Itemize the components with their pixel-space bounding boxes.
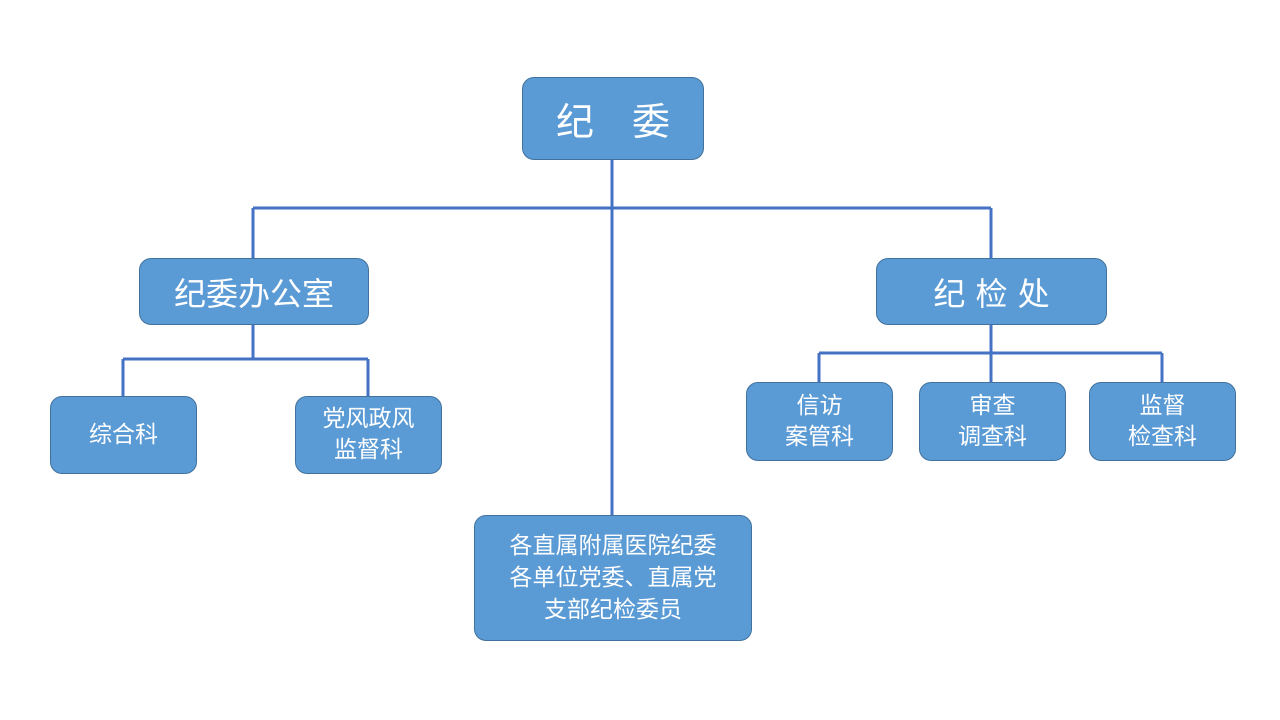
node-general-section: 综合科 (50, 396, 197, 474)
node-supervision-section-line-2: 检查科 (1128, 423, 1197, 450)
node-commission-label: 纪 委 (555, 100, 670, 144)
node-supervision-section: 监督 检查科 (1089, 382, 1236, 461)
node-party-style-section: 党风政风 监督科 (295, 396, 442, 474)
node-petition-section: 信访 案管科 (746, 382, 893, 461)
node-commission: 纪 委 (522, 77, 704, 160)
node-party-style-section-line-1: 党风政风 (322, 406, 415, 432)
node-inspection-dept-label: 纪 检 处 (933, 274, 1050, 313)
node-petition-section-line-2: 案管科 (785, 423, 854, 450)
node-review-section-line-1: 审查 (969, 392, 1016, 419)
node-review-section-line-2: 调查科 (958, 423, 1027, 450)
node-subordinate-units-line-2: 各单位党委、直属党 (509, 565, 717, 591)
node-subordinate-units: 各直属附属医院纪委 各单位党委、直属党 支部纪检委员 (474, 515, 752, 641)
node-party-style-section-line-2: 监督科 (334, 437, 403, 463)
node-inspection-dept: 纪 检 处 (876, 258, 1107, 325)
node-commission-office: 纪委办公室 (139, 258, 369, 325)
node-petition-section-line-1: 信访 (796, 392, 843, 419)
node-subordinate-units-line-1: 各直属附属医院纪委 (509, 533, 717, 559)
node-supervision-section-line-1: 监督 (1139, 392, 1186, 419)
node-commission-office-label: 纪委办公室 (173, 274, 334, 313)
node-general-section-line-1: 综合科 (89, 421, 158, 448)
node-subordinate-units-line-3: 支部纪检委员 (544, 597, 682, 623)
node-review-section: 审查 调查科 (919, 382, 1066, 461)
